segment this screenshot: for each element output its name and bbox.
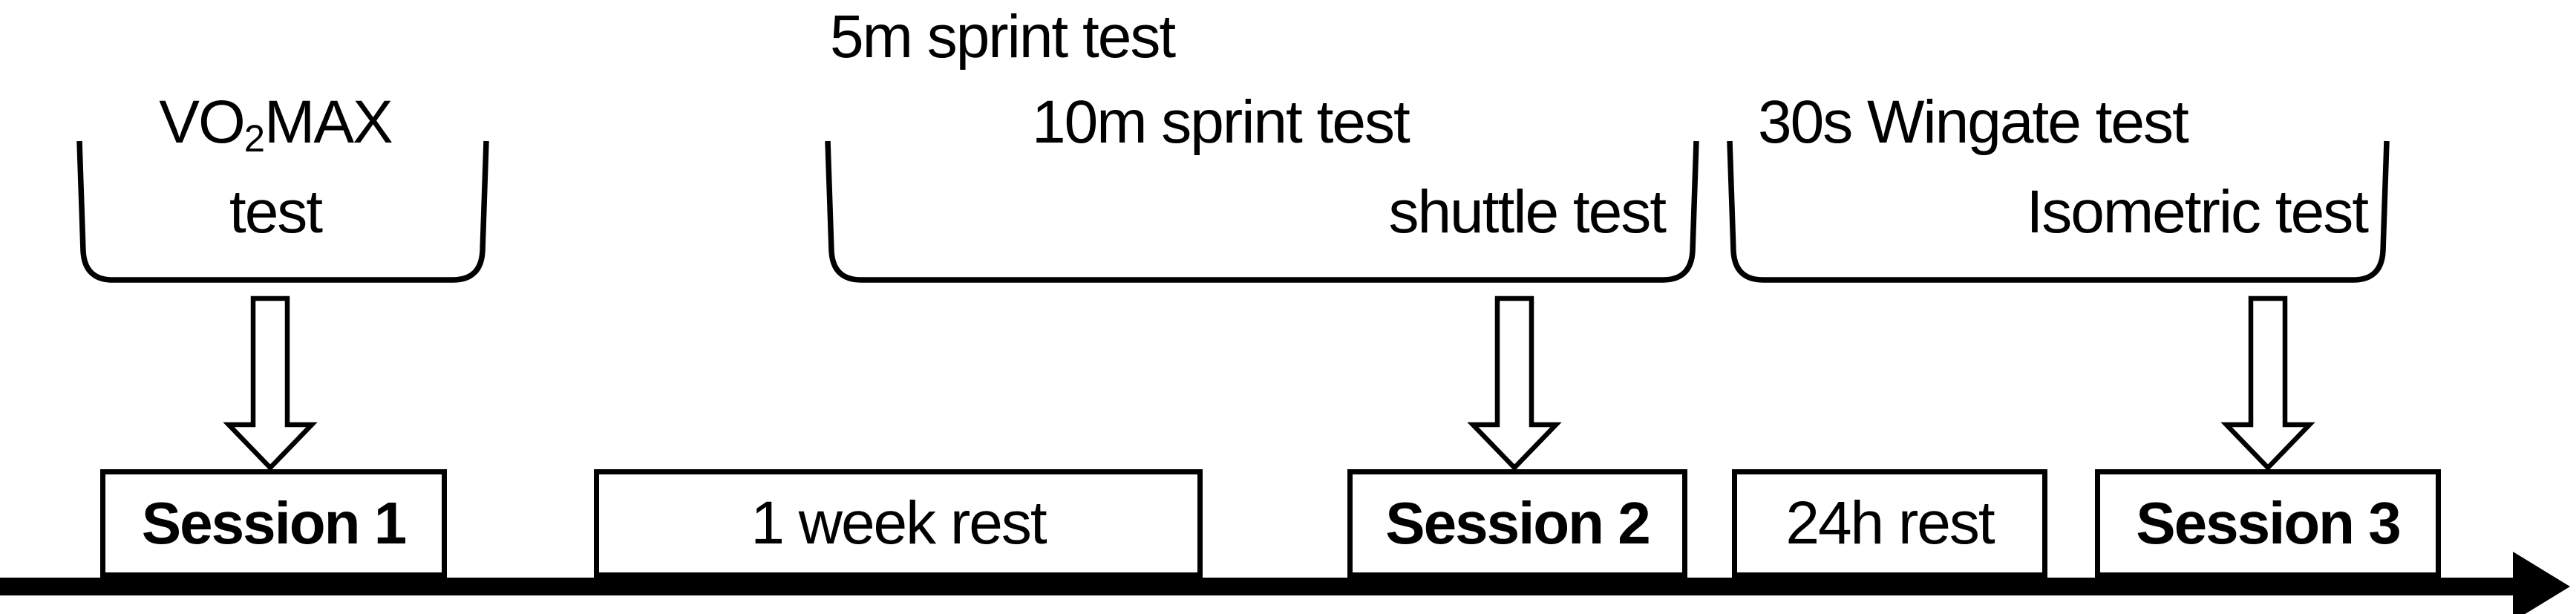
timeline-box-label: 24h rest xyxy=(1785,489,1995,557)
timeline-box-session3: Session 3 xyxy=(2095,469,2441,578)
test-label-30s-wingate: 30s Wingate test xyxy=(1758,88,2189,156)
timeline-box-24h-rest: 24h rest xyxy=(1732,469,2047,578)
timeline-box-session1: Session 1 xyxy=(100,469,447,578)
timeline-box-label: Session 3 xyxy=(2136,490,2402,556)
test-label-10m-sprint: 10m sprint test xyxy=(1032,88,1410,156)
timeline-bar xyxy=(0,578,2523,595)
down-arrow-to-session3-icon xyxy=(2220,295,2315,471)
brace-session1-tests xyxy=(76,140,489,283)
timeline-box-session2: Session 2 xyxy=(1347,469,1687,578)
timeline-box-label: Session 2 xyxy=(1385,490,1651,556)
down-arrow-to-session1-icon xyxy=(223,295,318,471)
test-label-vo2max: VO2MAX xyxy=(159,92,393,160)
vo2max-suffix: MAX xyxy=(264,88,393,156)
test-label-vo2max-word-test: test xyxy=(229,178,323,246)
timeline-box-1-week-rest: 1 week rest xyxy=(594,469,1203,578)
test-label-5m-sprint: 5m sprint test xyxy=(830,3,1176,71)
test-label-shuttle: shuttle test xyxy=(1388,178,1667,246)
brace-session2-tests xyxy=(825,140,1699,283)
brace-session3-tests xyxy=(1727,140,2390,283)
test-label-isometric: Isometric test xyxy=(2026,178,2369,246)
vo2max-prefix: VO xyxy=(159,88,245,156)
timeline-box-label: Session 1 xyxy=(141,490,408,556)
timeline-arrowhead-icon xyxy=(2513,552,2570,614)
down-arrow-to-session2-icon xyxy=(1467,295,1562,471)
timeline-box-label: 1 week rest xyxy=(751,489,1047,557)
vo2max-subscript: 2 xyxy=(243,117,265,160)
